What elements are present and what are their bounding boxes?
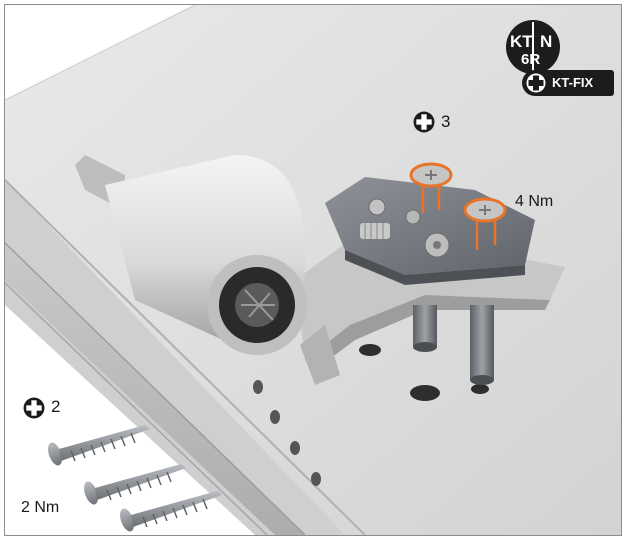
frame-holes xyxy=(359,344,489,401)
screw-count-top: 3 xyxy=(441,112,451,131)
wood-screw-2 xyxy=(84,464,186,505)
instruction-figure: KT N 6R KT-FIX 3 4 Nm 2 2 Nm xyxy=(4,4,622,536)
plate-screw-1 xyxy=(409,162,453,213)
hinge-illustration xyxy=(5,5,621,535)
ktn-logo-text-1: KT xyxy=(510,32,533,51)
ktn-logo-text-3: 6R xyxy=(521,51,541,68)
screw-count-bottom: 2 xyxy=(51,397,61,416)
wood-screw-3 xyxy=(120,491,222,532)
torque-label-top: 4 Nm xyxy=(515,193,554,210)
phillips-cross-icon xyxy=(526,73,546,93)
wood-screw-1 xyxy=(48,425,150,466)
plate-screw-2 xyxy=(463,197,507,250)
kt-fix-label: KT-FIX xyxy=(552,75,594,90)
kt-fix-badge: KT-FIX xyxy=(522,70,614,96)
ktn-6r-logo xyxy=(506,20,560,74)
ktn-logo-text-2: N xyxy=(540,32,553,51)
mounting-pins xyxy=(413,305,494,385)
phillips-cross-icon xyxy=(413,111,435,133)
torque-label-bottom: 2 Nm xyxy=(21,499,60,516)
phillips-cross-icon xyxy=(23,397,45,419)
